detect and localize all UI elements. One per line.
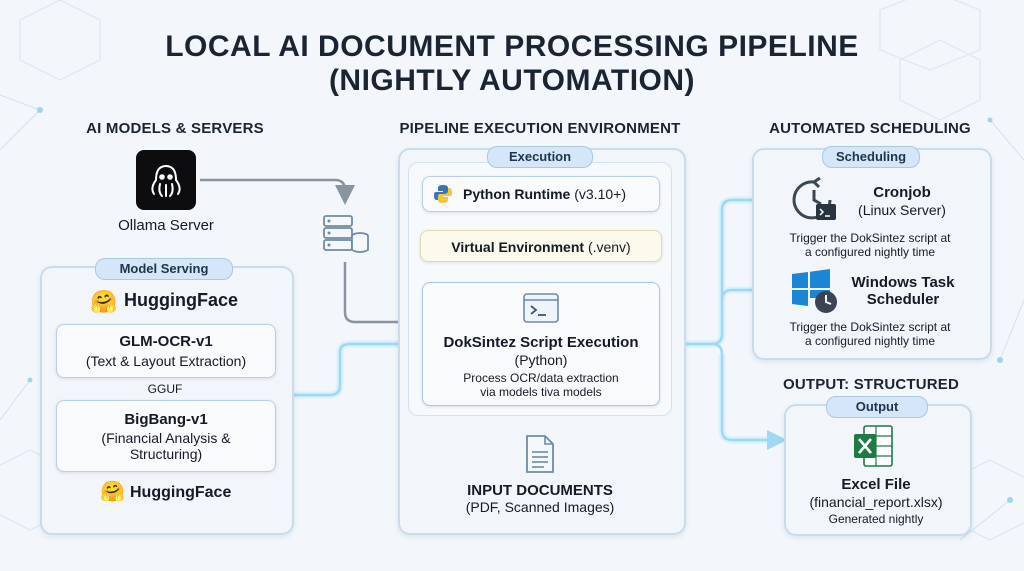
cronjob-desc-2: a configured nightly time [804, 245, 936, 259]
python-version-label: (v3.10+) [574, 186, 626, 202]
huggingface-icon: 🤗 [90, 289, 118, 314]
section-heading-scheduling: AUTOMATED SCHEDULING [769, 120, 971, 137]
cronjob-desc-1: Trigger the DokSintez script at [789, 231, 951, 245]
output-tag: Output [826, 396, 928, 418]
doksintez-script-card: DokSintez Script Execution (Python) Proc… [422, 282, 660, 406]
gguf-label: GGUF [147, 382, 183, 396]
windows-task-desc-2: a configured nightly time [804, 334, 936, 348]
bigbang-subtitle-2: Structuring) [129, 446, 203, 462]
terminal-icon [523, 293, 559, 328]
script-desc-2: via models tiva models [480, 385, 602, 399]
bigbang-title: BigBang-v1 [124, 411, 208, 428]
virtual-environment-card: Virtual Environment (.venv) [420, 230, 662, 262]
script-subtitle: (Python) [514, 352, 568, 368]
input-documents-title: INPUT DOCUMENTS [467, 482, 613, 499]
python-runtime-label: Python Runtime [463, 186, 571, 202]
huggingface-bottom-label: HuggingFace [130, 484, 232, 501]
windows-task-desc-1: Trigger the DokSintez script at [789, 320, 951, 334]
venv-sub-label: (.venv) [587, 239, 631, 255]
excel-file-subtitle: (financial_report.xlsx) [809, 494, 943, 510]
windows-icon [790, 268, 838, 319]
huggingface-top-label: HuggingFace [124, 290, 239, 310]
scheduling-panel [752, 148, 992, 360]
section-heading-pipeline: PIPELINE EXECUTION ENVIRONMENT [399, 120, 681, 137]
huggingface-bottom: 🤗 HuggingFace [100, 481, 260, 507]
cronjob-subtitle: (Linux Server) [858, 202, 946, 218]
execution-tag: Execution [487, 146, 593, 168]
cronjob-title: Cronjob [873, 184, 931, 201]
ollama-icon [136, 150, 196, 210]
section-heading-ai-models: AI MODELS & SERVERS [86, 120, 264, 137]
input-documents-subtitle: (PDF, Scanned Images) [465, 499, 615, 515]
page-title-line2: (NIGHTLY AUTOMATION) [328, 64, 696, 97]
script-desc-1: Process OCR/data extraction [463, 371, 619, 385]
excel-file-desc: Generated nightly [828, 512, 924, 526]
bigbang-card: BigBang-v1 (Financial Analysis & Structu… [56, 400, 276, 472]
bigbang-subtitle-1: (Financial Analysis & [101, 430, 231, 446]
server-database-icon [318, 212, 374, 260]
model-serving-tag: Model Serving [95, 258, 233, 280]
document-icon [524, 434, 556, 479]
excel-icon [852, 424, 894, 473]
glm-ocr-title: GLM-OCR-v1 [119, 333, 213, 350]
script-title: DokSintez Script Execution [443, 334, 639, 351]
glm-ocr-card: GLM-OCR-v1 (Text & Layout Extraction) [56, 324, 276, 378]
glm-ocr-subtitle: (Text & Layout Extraction) [85, 353, 247, 369]
cron-clock-icon [790, 176, 838, 229]
python-icon [433, 184, 453, 209]
venv-label: Virtual Environment [451, 239, 585, 255]
huggingface-top: 🤗 HuggingFace [90, 288, 250, 316]
page-title-line1: LOCAL AI DOCUMENT PROCESSING PIPELINE [165, 30, 859, 63]
excel-file-title: Excel File [841, 476, 911, 493]
python-runtime-card: Python Runtime (v3.10+) [422, 176, 660, 212]
windows-task-title-1: Windows Task [851, 274, 955, 291]
huggingface-icon: 🤗 [100, 481, 125, 503]
ollama-server-label: Ollama Server [118, 217, 214, 234]
scheduling-tag: Scheduling [822, 146, 920, 168]
windows-task-title-2: Scheduler [866, 291, 940, 308]
